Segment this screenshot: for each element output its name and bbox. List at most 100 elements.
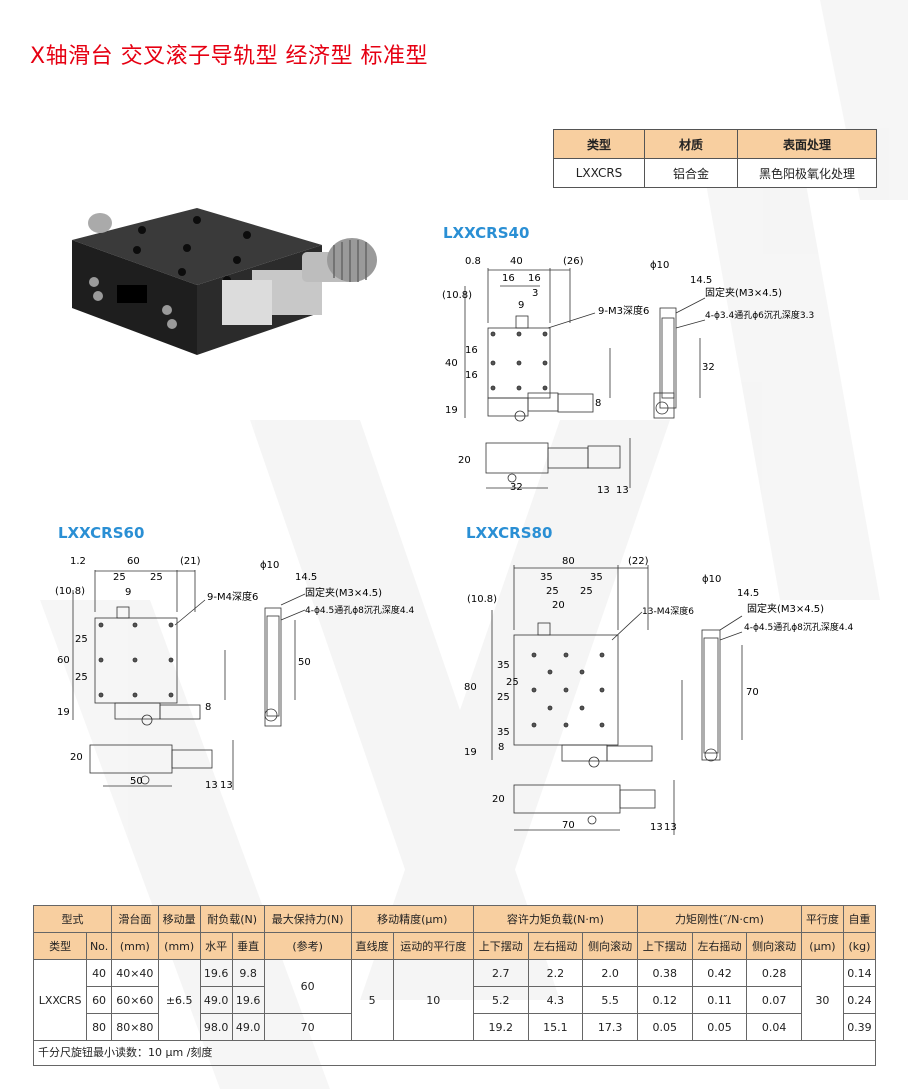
dim-s40-11: 40 (445, 358, 458, 369)
cell-r: 2.0 (582, 959, 638, 987)
dim-s40-10: 16 (465, 370, 478, 381)
cell-kr: 0.07 (746, 986, 802, 1014)
dim-s80-10: 25 (497, 692, 510, 703)
dim-s60-4: 25 (150, 572, 163, 583)
dim-s80-2: 35 (540, 572, 553, 583)
dim-s80-19: 13 (664, 822, 677, 833)
th2-parallel-unit: (μm) (801, 932, 844, 960)
dim-s60-18: 14.5 (295, 572, 317, 583)
dim-s80-9: 35 (497, 660, 510, 671)
cell-v: 49.0 (231, 1013, 265, 1041)
dim-s40-12: 19 (445, 405, 458, 416)
cell-p: 19.2 (472, 1013, 529, 1041)
spec-header-type: 类型 (553, 129, 645, 159)
drawing-s80: 80 (22) 35 35 25 25 20 (10.8) 13-M4深度6 3… (464, 556, 853, 835)
cell-face: 40×40 (110, 959, 159, 987)
dim-s60-15: 13 (205, 780, 218, 791)
dim-s60-5: 9 (125, 587, 131, 598)
dim-s80-24: 70 (746, 687, 759, 698)
th2-face-unit: (mm) (110, 932, 159, 960)
cell-no: 60 (86, 986, 112, 1014)
cell-ky: 0.05 (691, 1013, 748, 1041)
table-note: 千分尺旋钮最小读数：10 μm /刻度 (33, 1040, 876, 1066)
th2-roll: 侧向滚动 (582, 932, 638, 960)
dim-s80-8: 13-M4深度6 (642, 605, 694, 617)
cell-ky: 0.42 (691, 959, 748, 987)
dim-s60-12: 8 (205, 702, 211, 713)
th2-type: 类型 (32, 932, 88, 960)
th2-k-roll: 侧向滚动 (746, 932, 802, 960)
cell-hold: 60 (263, 959, 352, 1014)
th2-reference: (参考) (263, 932, 352, 960)
cell-v: 9.8 (231, 959, 265, 987)
cell-w: 0.14 (842, 959, 877, 987)
dim-s40-2: (26) (563, 256, 584, 267)
cell-type: LXXCRS (32, 959, 88, 1041)
cell-h: 49.0 (199, 986, 233, 1014)
spec-header-finish: 表面处理 (737, 129, 877, 159)
dim-s80-6: 20 (552, 600, 565, 611)
dim-s40-14: 20 (458, 455, 471, 466)
subtitle-s40: LXXCRS40 (443, 224, 530, 242)
th-accuracy: 移动精度(μm) (350, 905, 474, 933)
cell-y: 4.3 (527, 986, 584, 1014)
material-table: 类型 材质 表面处理 LXXCRS 铝合金 黑色阳极氧化处理 (553, 129, 877, 188)
th2-vertical: 垂直 (231, 932, 265, 960)
dim-s40-22: 32 (702, 362, 715, 373)
cell-h: 98.0 (199, 1013, 233, 1041)
cell-y: 15.1 (527, 1013, 584, 1041)
th-moment: 容许力矩负载(N·m) (472, 905, 638, 933)
th2-no: No. (86, 932, 112, 960)
spec-type: LXXCRS (553, 158, 645, 188)
cell-straightness: 5 (350, 959, 394, 1041)
cell-h: 19.6 (199, 959, 233, 987)
spec-material: 铝合金 (644, 158, 738, 188)
dim-s60-7: 9-M4深度6 (207, 590, 258, 603)
dim-s40-5: 3 (532, 288, 538, 299)
dim-s80-13: 25 (506, 677, 519, 688)
th-hold: 最大保持力(N) (263, 905, 352, 933)
th-face: 滑台面 (110, 905, 159, 933)
dim-s40-6: (10.8) (442, 290, 472, 301)
cell-p: 5.2 (472, 986, 529, 1014)
product-photo (72, 208, 377, 355)
cell-w: 0.39 (842, 1013, 877, 1041)
dim-s60-10: 60 (57, 655, 70, 666)
th-model: 型式 (33, 905, 112, 933)
cell-kp: 0.38 (636, 959, 693, 987)
dim-s80-5: 25 (580, 586, 593, 597)
cell-kp: 0.12 (636, 986, 693, 1014)
cell-kr: 0.28 (746, 959, 802, 987)
th2-k-pitch: 上下摆动 (636, 932, 693, 960)
cell-p: 2.7 (472, 959, 529, 987)
cell-no: 40 (86, 959, 112, 987)
dim-s80-15: 8 (498, 742, 504, 753)
th2-horizontal: 水平 (199, 932, 233, 960)
cell-parallelism: 30 (801, 959, 844, 1041)
dim-s40-13: 8 (595, 398, 601, 409)
dim-s80-23: 4-ϕ4.5通孔ϕ8沉孔深度4.4 (744, 621, 853, 633)
dim-s40-21: 4-ϕ3.4通孔ϕ6沉孔深度3.3 (705, 309, 814, 321)
dim-s80-3: 35 (590, 572, 603, 583)
dim-s40-15: 32 (510, 482, 523, 493)
dim-s60-16: 13 (220, 780, 233, 791)
drawing-s40: 0.8 40 (26) 16 16 3 (10.8) 9 9-M3深度6 16 … (442, 256, 814, 496)
drawing-s60: 1.2 60 (21) 25 25 9 (10.8) 9-M4深度6 25 25… (55, 556, 414, 791)
spec-header-material: 材质 (644, 129, 738, 159)
dim-s80-0: 80 (562, 556, 575, 567)
th2-straightness: 直线度 (350, 932, 394, 960)
dim-s60-1: 60 (127, 556, 140, 567)
th2-weight-unit: (kg) (842, 932, 877, 960)
dim-s60-20: 4-ϕ4.5通孔ϕ8沉孔深度4.4 (305, 604, 414, 616)
th-weight: 自重 (842, 905, 877, 933)
dim-s40-0: 0.8 (465, 256, 481, 267)
th-rigidity: 力矩刚性(″/N·cm) (636, 905, 803, 933)
cell-travel: ±6.5 (157, 959, 201, 1041)
dim-s80-17: 70 (562, 820, 575, 831)
subtitle-s60: LXXCRS60 (58, 524, 145, 542)
th2-travel-unit: (mm) (157, 932, 201, 960)
dim-s80-22: 固定夹(M3×4.5) (747, 602, 824, 615)
dim-s40-3: 16 (502, 273, 515, 284)
dim-s60-17: ϕ10 (260, 560, 279, 571)
cell-r: 17.3 (582, 1013, 638, 1041)
